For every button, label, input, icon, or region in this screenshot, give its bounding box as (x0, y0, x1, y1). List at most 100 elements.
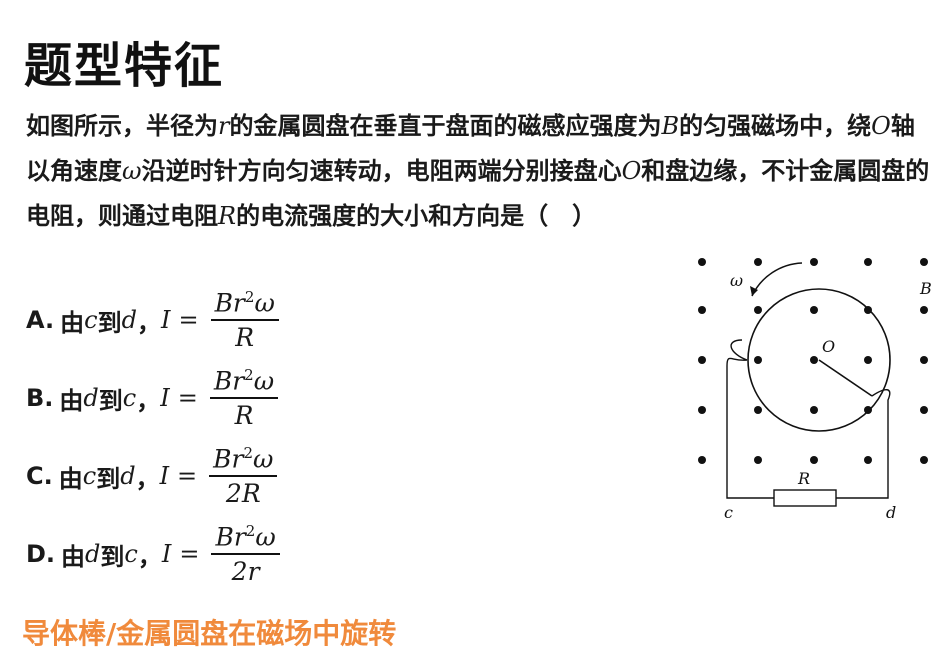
fraction-denominator: 2R (225, 479, 261, 509)
option-label: B. (26, 384, 54, 412)
field-dot (754, 356, 762, 364)
topic-footer: 导体棒/金属圆盘在磁场中旋转 (22, 617, 397, 650)
point-to: d (121, 306, 137, 334)
option-d[interactable]: D. 由 d 到 c ， I = Br2ω 2r (26, 519, 280, 589)
point-to: d (120, 462, 136, 490)
field-dot (920, 456, 928, 464)
point-from: d (85, 540, 101, 568)
question-part: 的匀强磁场中，绕 (679, 112, 872, 140)
field-dot (864, 406, 872, 414)
option-text: 到 (100, 542, 125, 571)
field-dot (810, 406, 818, 414)
option-a[interactable]: A. 由 c 到 d ， I = Br2ω R (26, 285, 279, 355)
current-symbol: I (160, 306, 171, 334)
option-text: 到 (97, 308, 122, 337)
option-text: 由 (59, 386, 84, 415)
equals-sign: = (177, 384, 198, 412)
page-title: 题型特征 (24, 38, 225, 94)
disk-radius (818, 359, 873, 397)
point-from: c (84, 306, 98, 334)
field-dot (864, 356, 872, 364)
var-R: R (218, 202, 237, 230)
fraction-bar (209, 475, 278, 478)
question-part: 如图所示，半径为 (26, 112, 218, 140)
fraction-bar (210, 319, 279, 322)
label-omega: ω (730, 271, 743, 290)
fraction-denominator: R (234, 401, 254, 431)
option-text: 到 (96, 464, 121, 493)
question-part: 和盘边缘，不计金属圆盘的电阻，则通过电阻 (26, 157, 930, 230)
option-b[interactable]: B. 由 d 到 c ， I = Br2ω R (26, 363, 279, 433)
field-dot (810, 356, 818, 364)
var-r: r (218, 112, 230, 140)
var-O: O (871, 112, 891, 140)
field-dot (864, 306, 872, 314)
field-dot (698, 406, 706, 414)
field-dot (810, 456, 818, 464)
field-dot (754, 406, 762, 414)
fraction-numerator: Br2ω (215, 521, 276, 552)
left-contact (730, 339, 748, 361)
equals-sign: = (178, 306, 199, 334)
fraction: Br2ω 2r (211, 521, 280, 587)
field-dot (698, 356, 706, 364)
point-to: c (122, 384, 137, 412)
var-omega: ω (122, 157, 142, 185)
current-symbol: I (160, 384, 170, 412)
label-B: B (919, 279, 932, 298)
var-O-center: O (621, 157, 642, 185)
field-dot (920, 306, 928, 314)
arrowhead (750, 286, 758, 296)
left-wire (726, 357, 774, 499)
current-symbol: I (159, 462, 170, 490)
current-symbol: I (161, 540, 172, 568)
option-c[interactable]: C. 由 c 到 d ， I = Br2ω 2R (26, 441, 278, 511)
label-d: d (886, 503, 896, 522)
question-part: 的金属圆盘在垂直于盘面的磁感应强度为 (229, 112, 662, 140)
field-dot (810, 258, 818, 266)
option-label: D. (26, 540, 56, 568)
resistor (773, 489, 837, 507)
fraction: Br2ω R (210, 287, 279, 353)
point-from: c (82, 462, 97, 490)
option-label: C. (26, 462, 53, 490)
point-from: d (83, 384, 99, 412)
label-c: c (724, 503, 733, 522)
field-dot (920, 258, 928, 266)
fraction: Br2ω R (209, 365, 279, 431)
question-text: 如图所示，半径为r的金属圆盘在垂直于盘面的磁感应强度为B的匀强磁场中，绕O轴以角… (26, 104, 930, 239)
fraction-numerator: Br2ω (213, 365, 275, 396)
fraction-bar (211, 553, 280, 556)
magnetic-field-dots (698, 258, 928, 464)
field-dot (698, 456, 706, 464)
question-part: 轴以角速度 (26, 112, 915, 185)
option-sep: ， (135, 464, 160, 493)
label-O: O (822, 337, 835, 356)
fraction-denominator: R (235, 323, 255, 353)
fraction-numerator: Br2ω (214, 287, 275, 318)
equals-sign: = (177, 462, 198, 490)
point-to: c (124, 540, 138, 568)
field-dot (754, 306, 762, 314)
var-B: B (661, 112, 680, 140)
option-sep: ， (136, 386, 161, 415)
option-text: 到 (98, 386, 123, 415)
right-contact (836, 389, 891, 499)
field-dot (754, 258, 762, 266)
field-dot (810, 306, 818, 314)
field-dot (698, 306, 706, 314)
field-dot (920, 406, 928, 414)
fraction-denominator: 2r (231, 557, 260, 587)
fraction: Br2ω 2R (209, 444, 278, 509)
option-text: 由 (58, 464, 83, 493)
option-text: 由 (60, 308, 85, 337)
field-dot (864, 456, 872, 464)
field-dot (754, 456, 762, 464)
option-text: 由 (61, 542, 86, 571)
label-R: R (797, 469, 810, 488)
equals-sign: = (179, 540, 200, 568)
option-label: A. (26, 306, 55, 334)
question-part: 沿逆时针方向匀速转动，电阻两端分别接盘心 (141, 157, 622, 185)
question-part: 的电流强度的大小和方向是（ ） (236, 202, 597, 230)
metal-disk (747, 288, 891, 432)
